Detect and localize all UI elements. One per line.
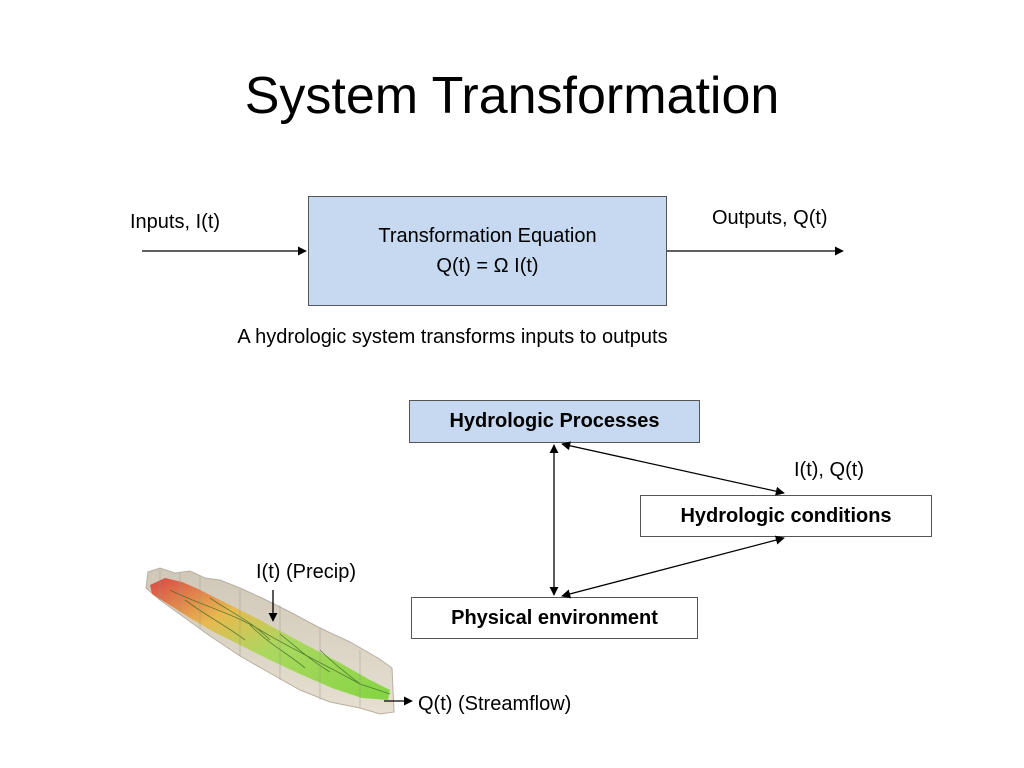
hydrologic-conditions-box: Hydrologic conditions — [640, 495, 932, 537]
inputs-label: Inputs, I(t) — [130, 211, 221, 233]
precip-label: I(t) (Precip) — [256, 561, 356, 583]
transformation-equation: Q(t) = Ω I(t) — [436, 255, 539, 277]
transformation-title: Transformation Equation — [378, 225, 597, 247]
caption: A hydrologic system transforms inputs to… — [237, 326, 668, 348]
transformation-box: Transformation Equation Q(t) = Ω I(t) — [308, 196, 667, 306]
streamflow-label: Q(t) (Streamflow) — [418, 693, 572, 715]
outputs-label: Outputs, Q(t) — [712, 207, 828, 229]
slide-title: System Transformation — [244, 67, 780, 125]
physical-conditions-arrow — [561, 535, 785, 599]
hydrologic-processes-box: Hydrologic Processes — [409, 400, 700, 443]
physical-environment-box: Physical environment — [411, 597, 698, 639]
processes-conditions-arrow — [561, 441, 785, 496]
iq-label: I(t), Q(t) — [794, 459, 864, 481]
watershed-terrain-image — [145, 567, 395, 715]
